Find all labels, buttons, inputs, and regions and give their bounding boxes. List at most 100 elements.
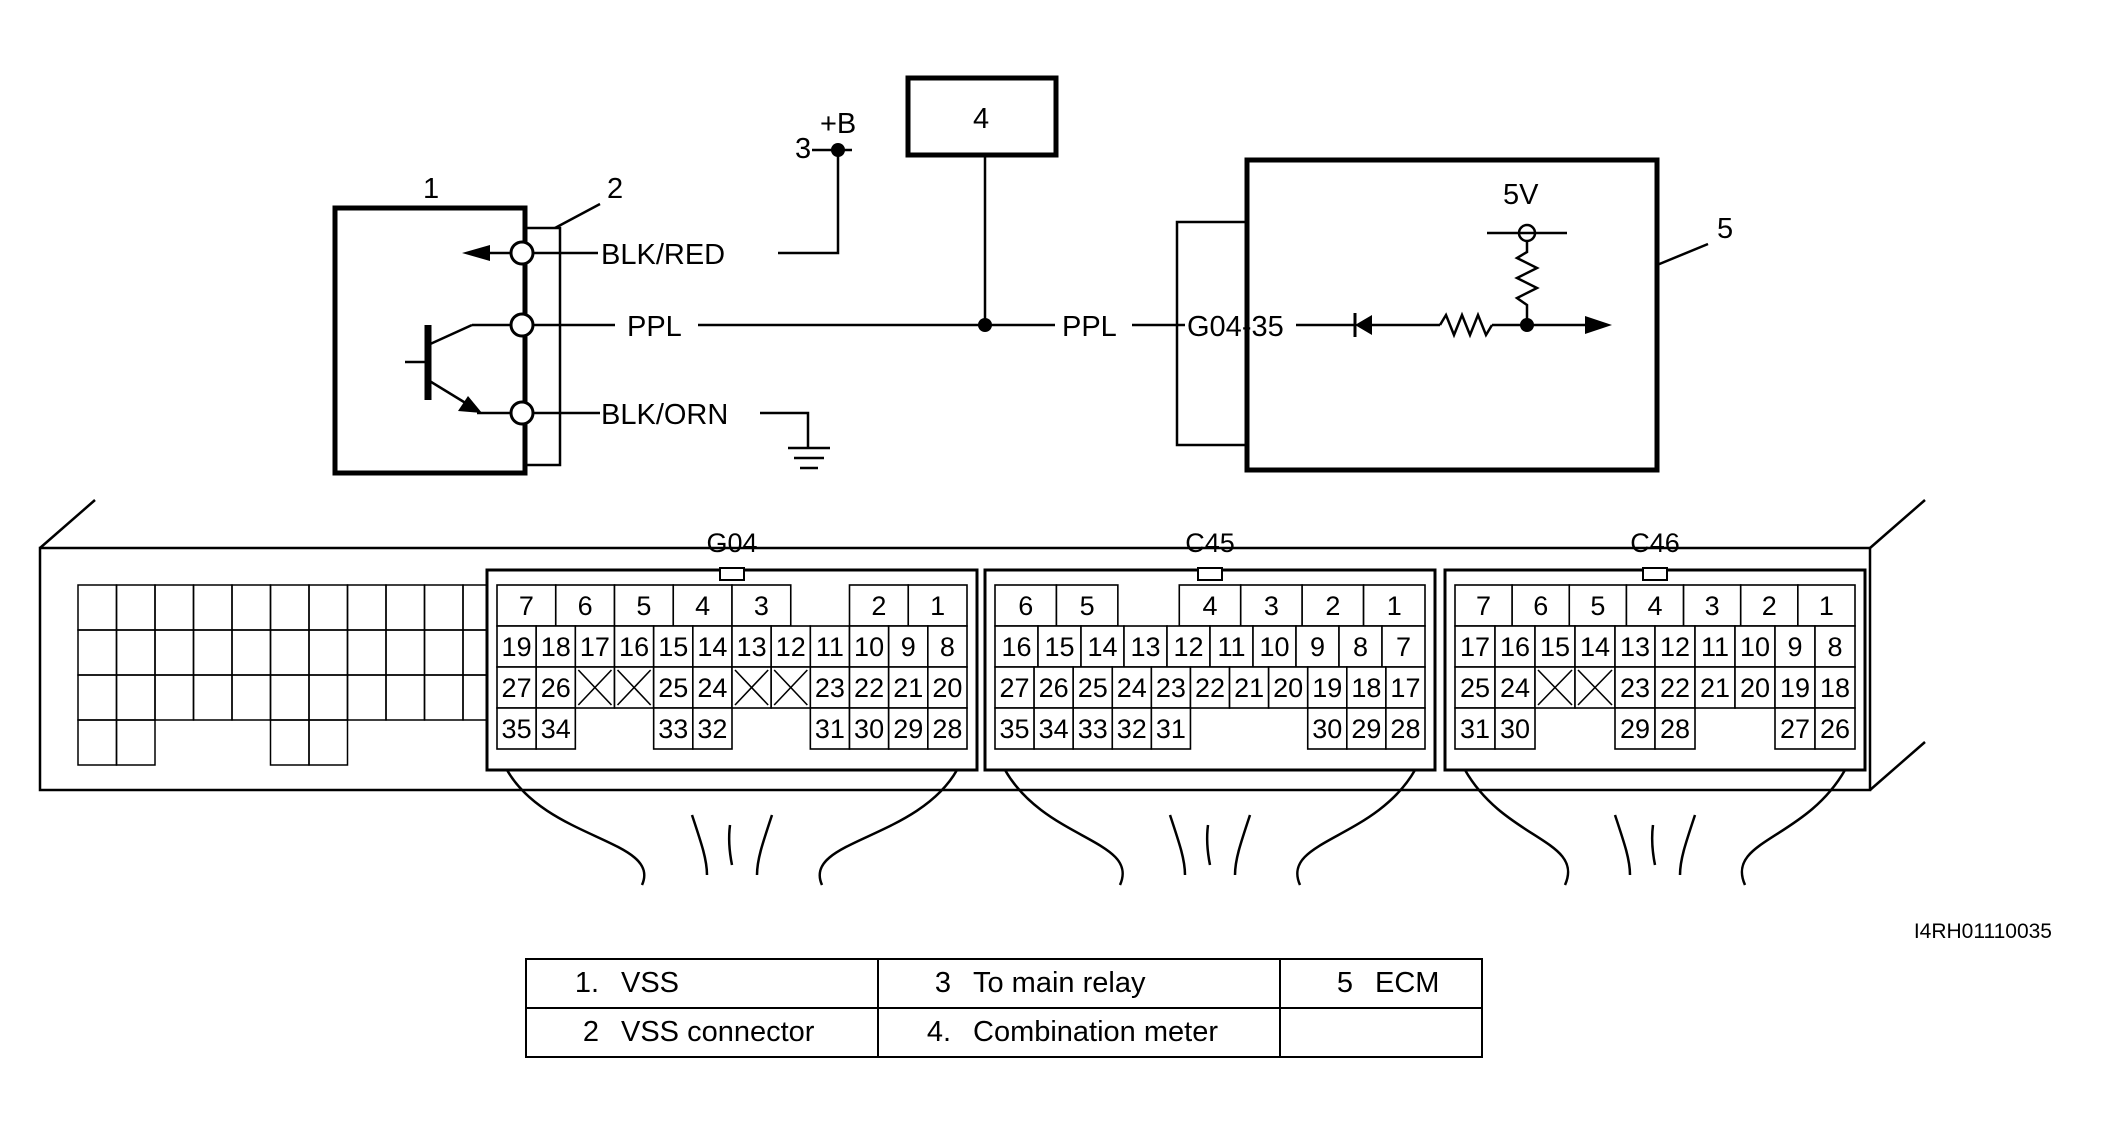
pin-cavity xyxy=(1385,707,1426,750)
empty-cavity xyxy=(308,629,349,676)
pin-cavity xyxy=(1694,625,1736,668)
empty-cavity xyxy=(115,719,156,766)
empty-cavity xyxy=(154,629,195,676)
pin-cavity xyxy=(848,625,890,668)
pin-number: 12 xyxy=(1660,632,1690,662)
pin-number: 12 xyxy=(1173,632,1203,662)
pin-cavity xyxy=(692,625,733,668)
pin-cavity xyxy=(554,584,616,627)
pin-number: 9 xyxy=(901,632,916,662)
pin-number: 8 xyxy=(940,632,955,662)
pin-number: 13 xyxy=(1620,632,1650,662)
empty-cavity xyxy=(192,629,233,676)
pin-cavity xyxy=(1150,666,1192,709)
empty-cavity xyxy=(385,629,426,676)
pin-number: 1 xyxy=(930,591,945,621)
pin-number: 28 xyxy=(1660,714,1690,744)
pin-cavity xyxy=(1209,625,1254,668)
pin-number: 10 xyxy=(1259,632,1289,662)
pin-cavity xyxy=(535,707,577,750)
pin-circle-icon xyxy=(509,312,535,338)
image-code: I4RH01110035 xyxy=(1914,920,2052,943)
pin-number: 24 xyxy=(1117,673,1147,703)
pin-cavity xyxy=(1080,625,1125,668)
pin-cavity xyxy=(1072,707,1114,750)
terminal-label: G04-35 xyxy=(1187,311,1284,343)
pin-cavity xyxy=(1814,707,1856,750)
pin-cavity xyxy=(731,584,792,627)
pin-cavity xyxy=(1111,666,1153,709)
pin-number: 13 xyxy=(737,632,767,662)
pin-cavity xyxy=(887,707,929,750)
blk-red-wire xyxy=(778,150,840,255)
pullup-resistor-icon xyxy=(1514,240,1540,325)
pin-number: 6 xyxy=(1533,591,1548,621)
left-arrow-icon xyxy=(462,245,490,261)
pin-cavity xyxy=(1295,625,1340,668)
pin-cavity xyxy=(1454,625,1496,668)
pin-number: 16 xyxy=(1500,632,1530,662)
pin-number: 16 xyxy=(1001,632,1031,662)
pin-number: 23 xyxy=(1620,673,1650,703)
pin-cavity xyxy=(1189,666,1231,709)
lock-tab-icon xyxy=(1197,567,1223,581)
pin-cavity xyxy=(692,666,733,709)
pin-number: 23 xyxy=(1156,673,1186,703)
pin-number: 7 xyxy=(1396,632,1411,662)
pin-circle-icon xyxy=(509,240,535,266)
lock-tab-icon xyxy=(1642,567,1668,581)
pin-number: 34 xyxy=(541,714,571,744)
pin-cavity xyxy=(848,707,890,750)
callout-5-leader xyxy=(1656,242,1709,267)
pin-cavity xyxy=(1385,666,1426,709)
pin-cavity xyxy=(1614,666,1656,709)
connector-name: C46 xyxy=(1630,528,1680,558)
pin-number: 20 xyxy=(1273,673,1303,703)
pin-number: 26 xyxy=(1820,714,1850,744)
wire-label-ppl-right: PPL xyxy=(1062,311,1117,343)
pin-number: 8 xyxy=(1353,632,1368,662)
pin-number: 6 xyxy=(578,591,593,621)
pin-number: 22 xyxy=(1195,673,1225,703)
empty-cavity xyxy=(308,719,349,766)
pin-number: 24 xyxy=(697,673,727,703)
callout-1: 1 xyxy=(423,173,439,205)
ecm-housing xyxy=(38,499,1926,792)
pin-number: 11 xyxy=(1217,632,1245,662)
wire-harness xyxy=(505,769,1847,886)
diode-icon xyxy=(1353,313,1372,337)
empty-cavity xyxy=(269,719,310,766)
pin-cavity xyxy=(1734,625,1776,668)
empty-cavity xyxy=(308,674,349,721)
pin-number: 27 xyxy=(1780,714,1810,744)
pin-cavity xyxy=(848,584,910,627)
pin-circle-icon xyxy=(509,400,535,426)
pin-number: 9 xyxy=(1310,632,1325,662)
pin-number: 22 xyxy=(1660,673,1690,703)
pin-number: 19 xyxy=(1312,673,1342,703)
pin-number: 32 xyxy=(1117,714,1147,744)
pin-cavity xyxy=(907,584,968,627)
harness-curve xyxy=(1463,769,1570,886)
pin-number: 27 xyxy=(1000,673,1030,703)
pin-cavity xyxy=(1568,584,1628,627)
pin-number: 15 xyxy=(1540,632,1570,662)
pin-cavity xyxy=(574,625,616,668)
pin-number: 17 xyxy=(1460,632,1490,662)
pin-cavity xyxy=(1454,584,1513,627)
pin-number: 10 xyxy=(854,632,884,662)
pin-cavity xyxy=(1797,584,1856,627)
right-arrow-icon xyxy=(1585,316,1612,334)
pin-number: 29 xyxy=(1620,714,1650,744)
pin-cavity xyxy=(652,666,694,709)
pin-cavity xyxy=(1346,666,1387,709)
pin-number: 10 xyxy=(1740,632,1770,662)
pin-cavity xyxy=(1494,707,1536,750)
pin-number: 19 xyxy=(1780,673,1810,703)
pin-number: 33 xyxy=(658,714,688,744)
pin-cavity xyxy=(994,584,1058,627)
pin-number: 4 xyxy=(1202,591,1217,621)
